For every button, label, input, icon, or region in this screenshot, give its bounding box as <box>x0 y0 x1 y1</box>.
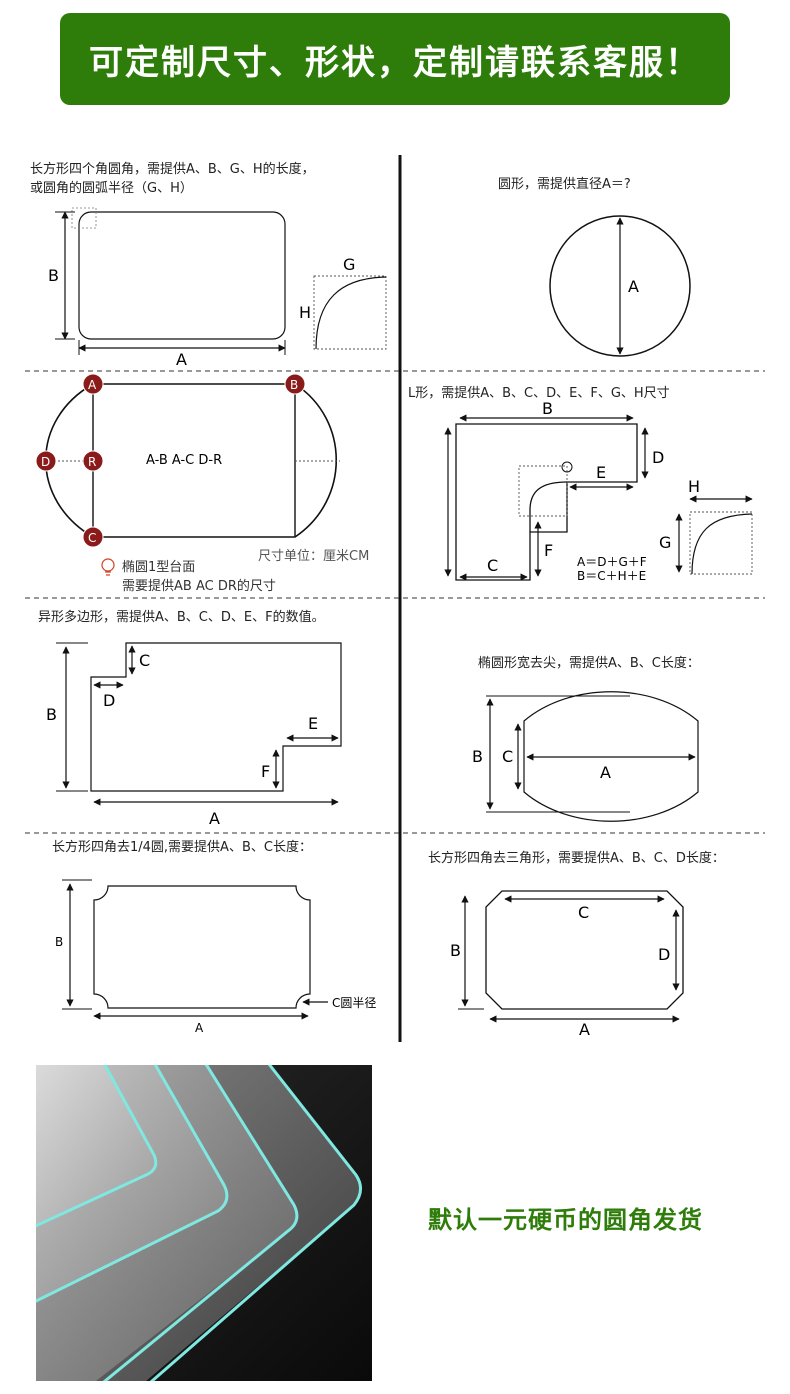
glass-product-photo <box>36 1065 372 1381</box>
unit-text: 尺寸单位：厘米CM <box>258 549 369 564</box>
poly-label-d: D <box>103 691 115 710</box>
svg-text:A: A <box>88 378 97 392</box>
rr-label-g: G <box>343 255 355 274</box>
l-label-c: C <box>487 556 498 575</box>
ellipse1-note-1: 椭圆1型台面 <box>122 559 195 575</box>
l-label-d: D <box>652 448 664 467</box>
l-label-g: G <box>659 533 671 552</box>
rounded-rect-caption-2: 或圆角的圆弧半径（G、H） <box>30 181 193 196</box>
qr-label-b: B <box>55 935 63 949</box>
circle-diagram: A <box>549 215 691 357</box>
qr-label-a: A <box>195 1021 204 1035</box>
circle-caption: 圆形，需提供直径A＝? <box>498 177 631 192</box>
qr-label-c: C圆半径 <box>332 996 376 1010</box>
ellipse1-note-2: 需要提供AB AC DR的尺寸 <box>122 578 276 594</box>
ew-label-c: C <box>502 747 513 766</box>
rr-label-h: H <box>299 303 311 322</box>
top-banner: 可定制尺寸、形状，定制请联系客服！ <box>60 13 730 105</box>
l-shape-caption: L形，需提供A、B、C、D、E、F、G、H尺寸 <box>408 386 670 401</box>
ew-label-b: B <box>472 747 483 766</box>
marker-a: A <box>82 373 104 395</box>
svg-text:R: R <box>88 455 96 469</box>
chamfer-caption: 长方形四角去三角形，需要提供A、B、C、D长度： <box>428 851 725 866</box>
ch-label-b: B <box>450 941 461 960</box>
ellipse-type1-diagram: A-B A-C D-R A B C D R 尺寸单位：厘米CM 椭圆1型台面 需 <box>35 373 369 594</box>
ellipse1-inner-text: A-B A-C D-R <box>146 453 222 468</box>
quarter-round-caption: 长方形四角去1/4圆,需要提供A、B、C长度： <box>52 840 312 855</box>
marker-d: D <box>35 450 57 472</box>
ch-label-a: A <box>579 1020 590 1039</box>
l-shape-diagram: B D E F C A＝D＋G＋F B＝C＋H＋E H G <box>444 399 753 583</box>
l-label-h: H <box>688 477 700 496</box>
quarter-round-diagram: B A C圆半径 <box>55 879 376 1035</box>
footer-slogan: 默认一元硬币的圆角发货 <box>428 1206 703 1234</box>
rounded-rect-caption-1: 长方形四个角圆角，需提供A、B、G、H的长度， <box>30 162 315 177</box>
ew-label-a: A <box>600 763 611 782</box>
polygon-caption: 异形多边形，需提供A、B、C、D、E、F的数值。 <box>38 610 325 625</box>
banner-title: 可定制尺寸、形状，定制请联系客服！ <box>89 42 701 83</box>
marker-b: B <box>284 373 306 395</box>
poly-label-f: F <box>261 762 270 781</box>
poly-label-e: E <box>308 714 318 733</box>
rr-label-b: B <box>48 266 59 285</box>
l-label-b: B <box>542 399 553 418</box>
diagram-canvas: B A G H A A-B A-C D-R A B C <box>25 155 765 1042</box>
l-label-f: F <box>544 541 553 560</box>
marker-c: C <box>82 526 104 548</box>
chamfer-diagram: B C D A <box>450 890 684 1039</box>
marker-r: R <box>82 450 104 472</box>
svg-text:C: C <box>88 531 96 545</box>
ellipse-wide-diagram: B C A <box>472 691 699 822</box>
l-label-e: E <box>596 463 606 482</box>
lightbulb-icon <box>101 558 115 576</box>
circle-label-a: A <box>628 277 639 296</box>
ellipse-wide-caption: 椭圆形宽去尖，需提供A、B、C长度： <box>478 656 700 671</box>
l-formula-2: B＝C＋H＋E <box>577 569 646 583</box>
poly-label-c: C <box>139 651 150 670</box>
polygon-diagram: B A C D E F <box>46 642 342 828</box>
poly-label-a: A <box>209 809 220 828</box>
ch-label-c: C <box>578 903 589 922</box>
svg-text:D: D <box>41 455 50 469</box>
ch-label-d: D <box>658 945 670 964</box>
rounded-rect-diagram: B A G H <box>48 207 387 369</box>
svg-text:B: B <box>290 378 298 392</box>
l-formula-1: A＝D＋G＋F <box>577 555 647 569</box>
poly-label-b: B <box>46 705 57 724</box>
rr-label-a: A <box>176 350 187 369</box>
